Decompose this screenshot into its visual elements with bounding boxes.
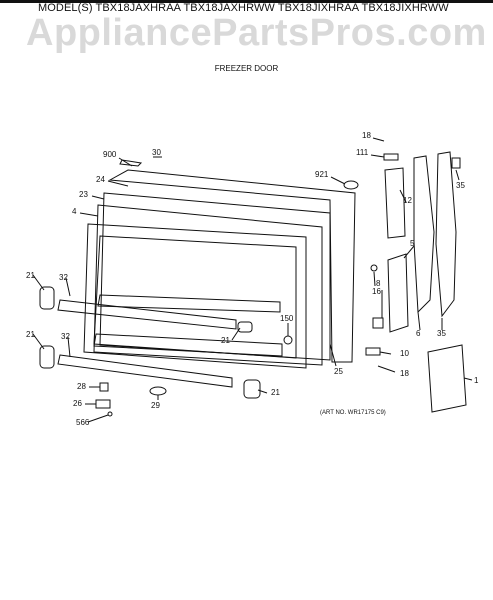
- liner-shelf-upper: [97, 294, 281, 313]
- end-cap-left-upper: [39, 286, 55, 310]
- liner-shelf-lower: [93, 333, 283, 357]
- callout-21: 21: [26, 330, 35, 339]
- part-29: [149, 386, 167, 396]
- callout-1: 1: [474, 376, 479, 385]
- liner-recess: [93, 235, 297, 359]
- owners-manual-1: [427, 344, 467, 413]
- callout-32: 32: [61, 332, 70, 341]
- screw-566: [107, 411, 113, 417]
- callout-25: 25: [334, 367, 343, 376]
- trim-strip-6: [413, 155, 435, 314]
- end-cap-right-lower: [243, 379, 261, 399]
- screw-16: [370, 264, 378, 272]
- part-26: [95, 399, 111, 409]
- callout-18: 18: [362, 131, 371, 140]
- door-stop-12: [384, 167, 406, 239]
- callout-23: 23: [79, 190, 88, 199]
- shelf-bar-upper: [57, 299, 237, 330]
- callout-30: 30: [152, 148, 161, 157]
- callout-24: 24: [96, 175, 105, 184]
- end-cap-left-lower: [39, 345, 55, 369]
- callout-150: 150: [280, 314, 294, 323]
- shelf-bar-lower: [57, 354, 233, 388]
- part-28: [99, 382, 109, 392]
- callout-32: 32: [59, 273, 68, 282]
- callout-18: 18: [400, 369, 409, 378]
- screw-900: [119, 159, 143, 167]
- hinge-bracket-5: [387, 253, 409, 333]
- callout-26: 26: [73, 399, 82, 408]
- door-outer-panel: [108, 169, 356, 363]
- end-cap-right-upper: [237, 321, 253, 333]
- callout-21: 21: [271, 388, 280, 397]
- callout-28: 28: [77, 382, 86, 391]
- gasket-inner: [93, 204, 323, 366]
- part-8: [372, 317, 384, 329]
- callout-10: 10: [400, 349, 409, 358]
- callout-4: 4: [72, 207, 77, 216]
- art-number: (ART NO. WR17175 C9): [320, 410, 386, 416]
- model-list: MODEL(S) TBX18JAXHRAA TBX18JAXHRWW TBX18…: [38, 2, 449, 14]
- callout-29: 29: [151, 401, 160, 410]
- callout-8: 8: [376, 279, 381, 288]
- callout-566: 566: [76, 418, 90, 427]
- callout-35: 35: [437, 329, 446, 338]
- part-150: [283, 335, 293, 345]
- callout-5: 5: [410, 239, 415, 248]
- callout-6: 6: [416, 329, 421, 338]
- callout-12: 12: [403, 196, 412, 205]
- part-35-top: [451, 157, 461, 169]
- callout-21: 21: [26, 271, 35, 280]
- callout-35: 35: [456, 181, 465, 190]
- watermark: AppliancePartsPros.com: [26, 12, 487, 54]
- callout-111: 111: [356, 148, 369, 157]
- door-gasket: [99, 192, 331, 361]
- trim-strip-35: [435, 151, 457, 318]
- callout-16: 16: [372, 287, 381, 296]
- callout-21: 21: [221, 336, 230, 345]
- door-liner: [83, 223, 307, 369]
- part-111: [383, 153, 399, 161]
- plug-921: [343, 180, 359, 190]
- callout-921: 921: [315, 170, 329, 179]
- section-title: FREEZER DOOR: [214, 64, 279, 73]
- header-rule: [0, 0, 493, 3]
- part-10: [365, 347, 381, 356]
- callout-900: 900: [103, 150, 117, 159]
